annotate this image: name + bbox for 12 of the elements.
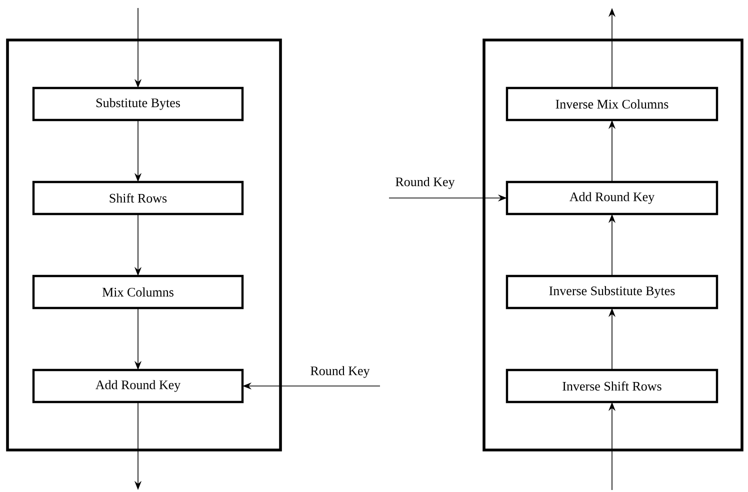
round-frame bbox=[6, 38, 282, 452]
process-box: Add Round Key bbox=[32, 368, 244, 404]
round-frame bbox=[482, 38, 744, 452]
process-box: Mix Columns bbox=[32, 274, 244, 310]
edge-label: Round Key bbox=[394, 176, 456, 190]
process-box: Add Round Key bbox=[506, 180, 718, 216]
process-box: Substitute Bytes bbox=[32, 86, 244, 122]
process-box: Inverse Mix Columns bbox=[506, 86, 718, 122]
process-box: Inverse Substitute Bytes bbox=[506, 274, 718, 310]
edge-label: Round Key bbox=[309, 365, 371, 379]
process-box: Shift Rows bbox=[32, 180, 244, 216]
process-box: Inverse Shift Rows bbox=[506, 368, 718, 404]
